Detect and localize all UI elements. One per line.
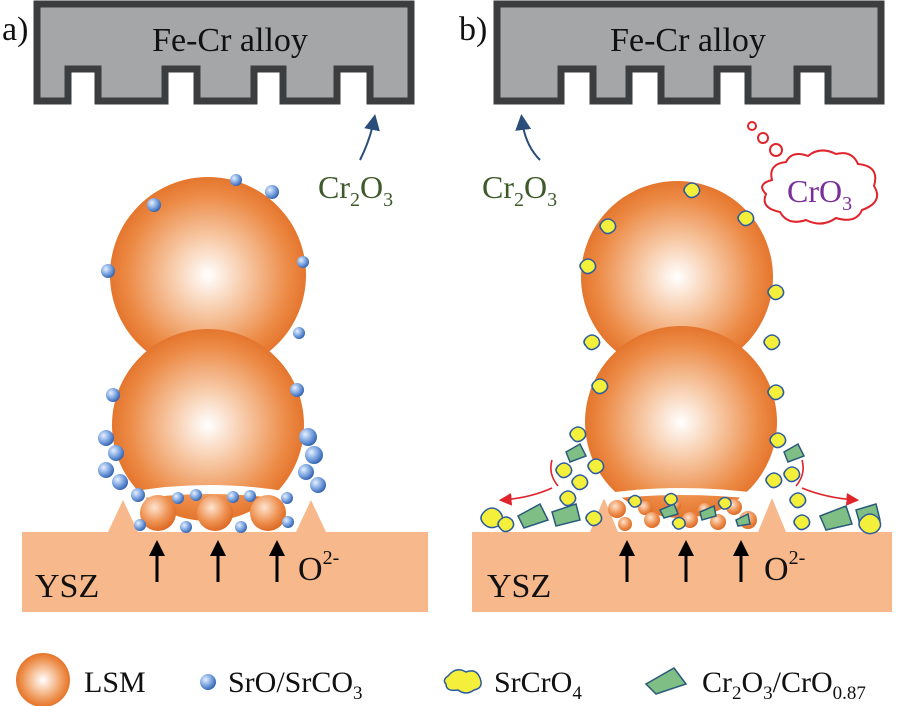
panel-a-label: a) — [2, 11, 28, 48]
cro3-vapor-cloud — [747, 121, 878, 225]
legend: LSM SrO/SrCO3 SrCrO4 Cr2O3/CrO0.87 — [16, 653, 866, 706]
legend-srcro4-label: SrCrO4 — [494, 666, 582, 704]
cr2o3-arrow-a — [359, 114, 380, 161]
lsm-sphere-bottom-b — [585, 326, 777, 518]
cr2o3-arrow-b — [515, 114, 541, 161]
pore-gap-a — [130, 485, 290, 500]
red-curve-right — [795, 459, 804, 487]
alloy-block-a — [33, 0, 415, 105]
ion-label-a: O2- — [298, 547, 339, 588]
legend-lsm-label: LSM — [84, 666, 146, 699]
sro-particle-icon — [200, 674, 216, 690]
cr2o3-particle-icon — [644, 667, 688, 695]
ion-arrows-b — [619, 540, 749, 582]
legend-cr2o3-label: Cr2O3/CrO0.87 — [702, 666, 866, 704]
small-lsm-a1 — [140, 495, 176, 531]
sro-particles-a — [98, 174, 326, 533]
lsm-sphere-top-b — [581, 181, 773, 373]
lsm-sphere-top-a — [110, 177, 306, 373]
small-lsm-a2 — [197, 495, 233, 531]
ysz-label-b: YSZ — [487, 568, 551, 605]
lsm-sphere-bottom-a — [112, 329, 304, 521]
srcro4-particle-icon — [443, 669, 482, 694]
red-arrow-left — [498, 487, 553, 506]
oxide-label-a: Cr2O3 — [318, 169, 393, 211]
panel-a: a) Fe-Cr alloy Cr2O3 YSZ — [2, 0, 428, 612]
vapor-label-b: CrO3 — [787, 173, 852, 215]
oxide-label-b: Cr2O3 — [482, 169, 557, 211]
ion-arrows-a — [149, 540, 285, 582]
small-lsm-a3 — [250, 495, 286, 531]
legend-sro-label: SrO/SrCO3 — [228, 666, 363, 704]
panel-b-label: b) — [459, 11, 487, 48]
pore-gap-b — [600, 488, 764, 500]
alloy-label-a: Fe-Cr alloy — [152, 22, 308, 59]
ysz-label-a: YSZ — [35, 568, 99, 605]
red-arrow-right — [801, 487, 860, 506]
srcro4-particles-b — [480, 182, 882, 535]
red-curve-left — [550, 459, 559, 487]
alloy-block-b — [493, 0, 885, 105]
lsm-particle-icon — [16, 653, 70, 706]
alloy-label-b: Fe-Cr alloy — [610, 22, 766, 59]
panel-b: b) Fe-Cr alloy Cr2O3 CrO3 YSZ — [459, 0, 892, 612]
ion-label-b: O2- — [764, 547, 805, 588]
